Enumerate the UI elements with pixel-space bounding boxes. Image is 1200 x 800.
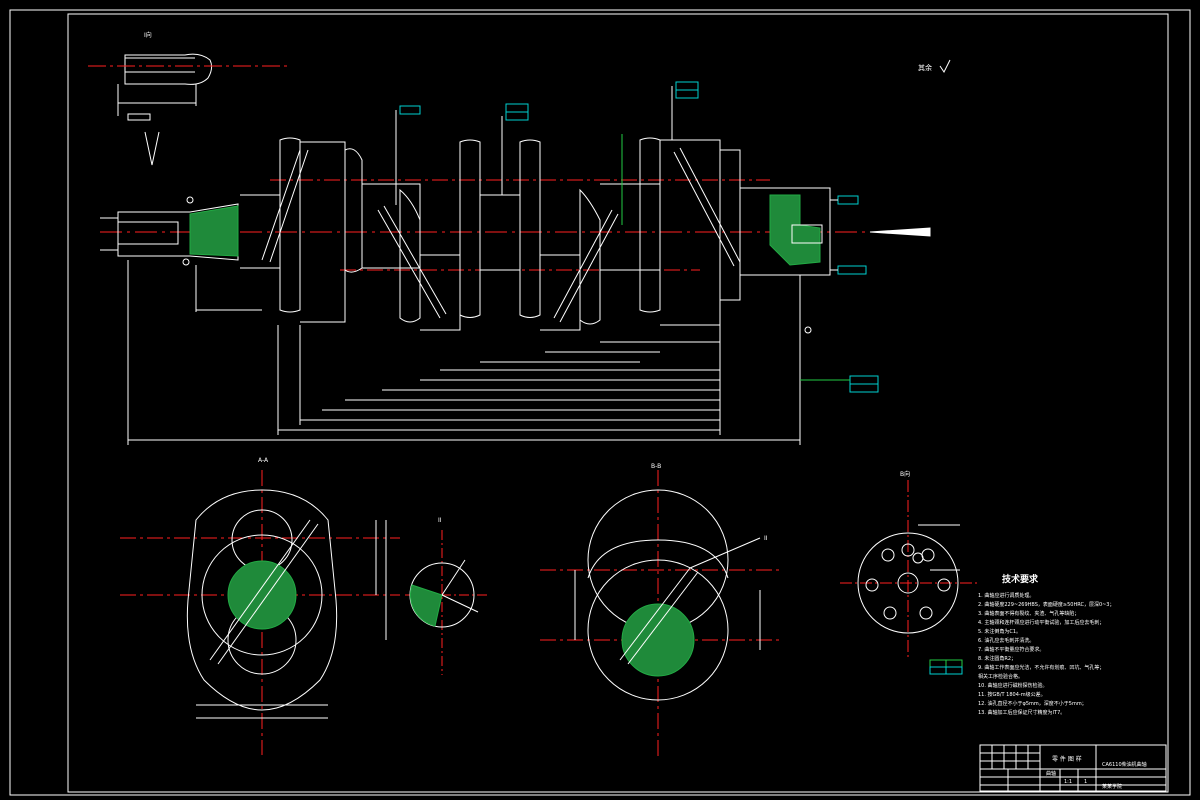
tech-item-8: 8. 未注圆角R2；	[978, 655, 1016, 662]
tech-title: 技术要求	[1002, 573, 1039, 585]
detail-top-view: I向	[88, 31, 290, 121]
tech-item-6: 6. 油孔应去毛刺并清洗。	[978, 637, 1034, 644]
section-b-hatch	[621, 603, 695, 677]
tech-item-4: 4. 主轴颈和连杆颈应进行动平衡试验，加工后应去毛刺；	[978, 619, 1104, 626]
tech-item-2: 2. 曲轴硬度229~269HBS，表面硬度≥50HRC，层深0~3；	[978, 601, 1115, 608]
title-block-part-name: 曲轴	[1046, 770, 1056, 777]
tech-item-5: 5. 未注倒角为C1。	[978, 628, 1021, 635]
rear-hatch	[769, 194, 821, 266]
tech-item-11: 10. 曲轴应进行磁粉探伤检验。	[978, 682, 1048, 689]
title-block-center: 零 件 图 样	[1052, 755, 1082, 763]
section-b-ii-mark: II	[764, 535, 768, 542]
flange-view: B向	[840, 470, 980, 675]
flange-view-label: B向	[900, 470, 910, 478]
roughness-note: 其余	[918, 63, 932, 72]
tech-item-7: 7. 曲轴不平衡量应符合要求。	[978, 646, 1044, 653]
tech-item-14: 13. 曲轴加工后应保证尺寸精度为IT7。	[978, 709, 1065, 716]
detail-top-label: I向	[144, 31, 152, 39]
outer-border	[9, 9, 1191, 796]
tech-requirements: 技术要求 1. 曲轴应进行调质处理。 2. 曲轴硬度229~269HBS，表面硬…	[978, 573, 1115, 716]
title-block-scale: 1:1	[1064, 779, 1072, 785]
tech-item-3: 3. 曲轴表面不得有裂纹、夹渣、气孔等缺陷；	[978, 610, 1079, 617]
detail-ii-hatch	[409, 584, 443, 627]
title-block-drawing-no: CA6110柴油机曲轴	[1102, 761, 1147, 768]
section-a-label: A-A	[258, 457, 269, 464]
main-crankshaft-view	[100, 81, 931, 445]
detail-ii-label: II	[438, 517, 442, 524]
tech-item-12: 11. 按GB/T 1804-m级公差。	[978, 691, 1046, 698]
section-a-hatch	[227, 560, 297, 630]
title-block: 零 件 图 样 CA6110柴油机曲轴 曲轴 某某学院 1:1 1	[979, 744, 1167, 792]
detail-ii-view: II	[405, 517, 490, 675]
tech-item-13: 12. 油孔直径不小于φ5mm，深度不小于5mm；	[978, 700, 1087, 707]
section-b-label: B-B	[651, 463, 661, 470]
inner-border	[67, 13, 1169, 793]
tech-item-1: 1. 曲轴应进行调质处理。	[978, 592, 1034, 599]
title-block-school: 某某学院	[1102, 783, 1122, 790]
title-block-sheet: 1	[1084, 779, 1087, 785]
front-hatch	[189, 205, 239, 257]
roughness-check-icon	[939, 59, 951, 73]
tech-item-10: 相关工序检验合格。	[978, 673, 1023, 680]
section-b-b: B-B II	[540, 463, 780, 760]
tech-item-9: 9. 曲轴工作表面应光洁，不允许有划痕、凹坑、气孔等；	[978, 664, 1104, 671]
section-a-a: A-A	[120, 457, 400, 755]
